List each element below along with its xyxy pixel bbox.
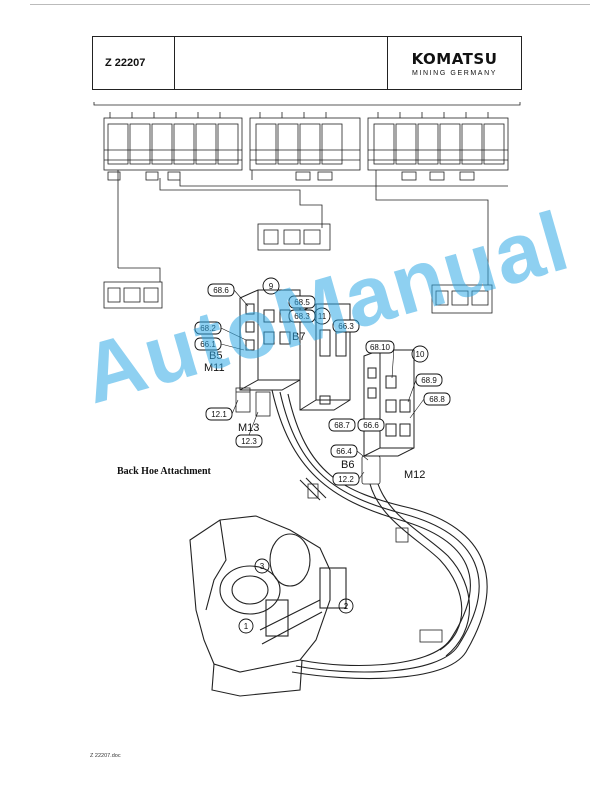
title-block-blank-cell (175, 37, 388, 89)
label-m13: M13 (238, 422, 259, 434)
label-11: 11 (318, 312, 327, 321)
logo-subtitle: MINING GERMANY (411, 69, 497, 77)
label-10: 10 (416, 350, 425, 359)
label-66-1: 66.1 (200, 340, 216, 349)
title-block: Z 22207 KOMATSU MINING GERMANY (92, 36, 522, 90)
label-68-7: 68.7 (334, 421, 350, 430)
callout-2-circle (338, 598, 354, 614)
schematic-connections (117, 170, 508, 285)
document-number: Z 22207 (93, 37, 175, 89)
logo-brand: KOMATSU (411, 49, 498, 68)
label-b6: B6 (341, 459, 354, 471)
label-66-4: 66.4 (336, 447, 352, 456)
label-68-2: 68.2 (200, 324, 216, 333)
label-68-5: 68.5 (294, 298, 310, 307)
solenoid-12-2 (361, 455, 381, 485)
hydraulic-hoses (271, 389, 488, 680)
label-b5: B5 (209, 350, 222, 362)
label-68-8: 68.8 (429, 395, 445, 404)
valve-block-10 (363, 349, 415, 457)
komatsu-logo: KOMATSU MINING GERMANY (388, 37, 521, 89)
label-2: 2 (344, 602, 349, 611)
hose-clamp-1 (307, 483, 319, 499)
schematic-subunit-center (257, 223, 331, 251)
label-68-6: 68.6 (213, 286, 229, 295)
footer-filename: Z 22207.doc (90, 753, 121, 759)
callout-3-circle (254, 558, 270, 574)
solenoid-12-3 (255, 391, 271, 417)
slew-gear-housing (189, 515, 347, 697)
top-rule (30, 4, 590, 5)
label-1: 1 (244, 622, 249, 631)
label-9: 9 (269, 282, 274, 291)
label-68-10: 68.10 (370, 343, 391, 352)
solenoid-12-1 (235, 387, 251, 413)
schematic-subunit-right (431, 284, 493, 314)
callout-9-circle (262, 277, 280, 295)
label-12-1: 12.1 (211, 410, 227, 419)
hose-clamp-3 (419, 629, 443, 643)
label-12-2: 12.2 (338, 475, 354, 484)
label-b7: B7 (292, 331, 305, 343)
label-66-3: 66.3 (338, 322, 354, 331)
label-m11: M11 (204, 362, 225, 374)
schematic-block-left (103, 112, 243, 181)
callout-10-circle (411, 345, 429, 363)
label-3: 3 (260, 562, 265, 571)
top-bracket (93, 102, 521, 106)
label-68-9: 68.9 (421, 376, 437, 385)
label-12-3: 12.3 (241, 437, 257, 446)
hose-clamp-2 (395, 527, 409, 543)
label-m12: M12 (404, 469, 425, 481)
label-66-6: 66.6 (363, 421, 379, 430)
diagram-caption: Back Hoe Attachment (117, 466, 211, 477)
schematic-subunit-left (103, 267, 163, 309)
callout-1-circle (238, 618, 254, 634)
schematic-block-center (249, 112, 361, 181)
schematic-block-right (367, 112, 509, 181)
label-68-3: 68.3 (294, 312, 310, 321)
